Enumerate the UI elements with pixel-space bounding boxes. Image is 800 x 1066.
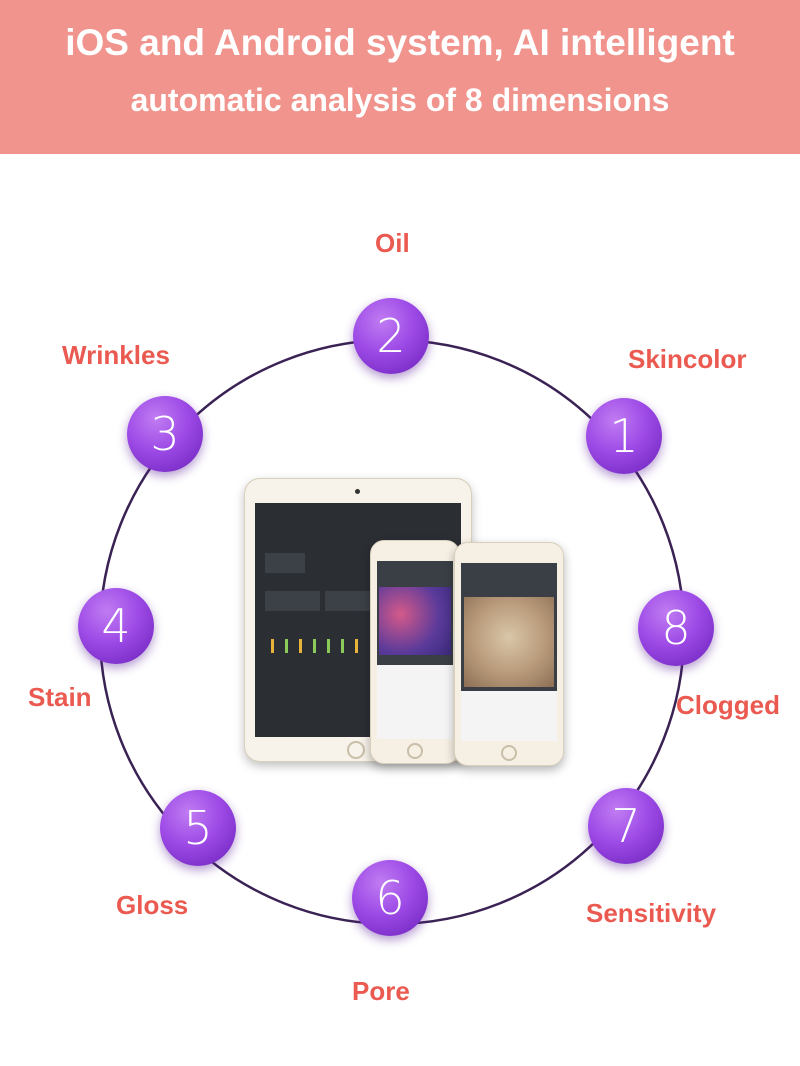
phone-home-button xyxy=(501,745,517,761)
dimension-label-skincolor: Skincolor xyxy=(628,344,747,374)
screen-bar xyxy=(285,639,288,653)
screen-tile xyxy=(265,591,320,611)
dimension-label-wrinkles: Wrinkles xyxy=(62,340,170,370)
dimension-node-8: 8 xyxy=(638,590,714,666)
phone-screen xyxy=(377,561,453,739)
screen-bar xyxy=(341,639,344,653)
tablet-camera xyxy=(355,489,360,494)
screen-bar xyxy=(271,639,274,653)
skin-scan-image xyxy=(379,587,451,655)
skin-scan-image xyxy=(464,597,554,687)
dimension-node-3: 3 xyxy=(127,396,203,472)
screen-tile xyxy=(325,591,380,611)
dimension-node-7: 7 xyxy=(588,788,664,864)
dimension-label-gloss: Gloss xyxy=(116,890,189,920)
dimension-label-oil: Oil xyxy=(375,228,410,258)
screen-tile xyxy=(265,553,305,573)
dimension-label-clogged: Clogged xyxy=(676,690,780,720)
screen-bar xyxy=(313,639,316,653)
results-panel xyxy=(377,665,453,739)
phone-home-button xyxy=(407,743,423,759)
dimension-node-1: 1 xyxy=(586,398,662,474)
title-line-1: iOS and Android system, AI intelligent xyxy=(65,22,735,63)
dimension-label-pore: Pore xyxy=(352,976,410,1006)
phone-device-right xyxy=(454,542,564,766)
results-panel xyxy=(461,691,557,741)
dimension-node-6: 6 xyxy=(352,860,428,936)
devices-illustration xyxy=(244,478,574,768)
phone-screen xyxy=(461,563,557,741)
dimension-node-4: 4 xyxy=(78,588,154,664)
screen-bar xyxy=(355,639,358,653)
screen-bar xyxy=(299,639,302,653)
title-banner: iOS and Android system, AI intelligent a… xyxy=(0,0,800,154)
screen-bar xyxy=(327,639,330,653)
tablet-home-button xyxy=(347,741,365,759)
dimension-node-5: 5 xyxy=(160,790,236,866)
title-line-2: automatic analysis of 8 dimensions xyxy=(130,82,670,118)
phone-device-left xyxy=(370,540,460,764)
dimension-node-2: 2 xyxy=(353,298,429,374)
dimension-label-sensitivity: Sensitivity xyxy=(586,898,717,928)
dimension-label-stain: Stain xyxy=(28,682,92,712)
